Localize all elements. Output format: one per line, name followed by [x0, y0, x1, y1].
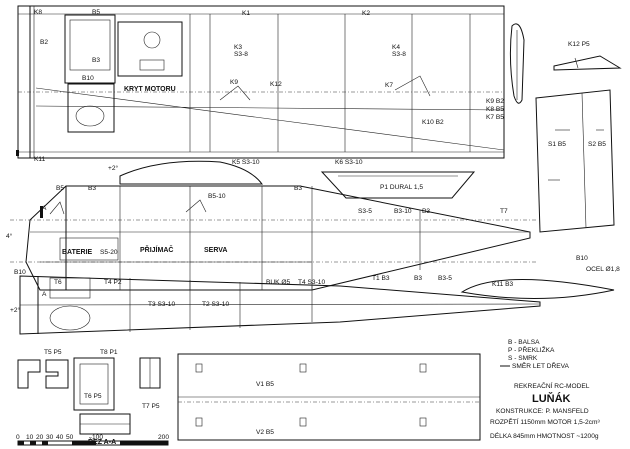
label-k7: K7 [385, 82, 393, 89]
label-v2-b5: V2 B5 [256, 429, 274, 436]
label-k10-b2: K10 B2 [422, 119, 444, 126]
label-plus4: 4° [6, 232, 13, 240]
label-k4: K4 [392, 44, 400, 51]
scale-tick-0: 0 [16, 434, 20, 441]
scale-tick-100: 100 [92, 434, 103, 441]
label-b3-right-1: B3 [414, 275, 422, 282]
label-s1-b5: S1 B5 [548, 141, 566, 148]
scale-tick-30: 30 [46, 434, 54, 441]
title-author: KONSTRUKCE: P. MANSFELD [496, 408, 589, 415]
label-k3: K3 [234, 44, 242, 51]
label-b3-10: B3-10 [394, 208, 412, 215]
label-b3-top: B3 [92, 57, 100, 64]
label-prijimac: PŘIJÍMAČ [140, 245, 173, 254]
t5-t8-parts [17, 357, 161, 435]
label-plus2-low: +2° [10, 306, 21, 314]
label-b5-top: B5 [92, 9, 100, 16]
fin-side [535, 89, 615, 233]
label-k4-spar: S3-8 [392, 51, 406, 58]
label-t7-p5: T7 P5 [142, 403, 160, 410]
label-kryt-motoru: KRYT MOTORU [124, 86, 176, 93]
label-b10-top: B10 [82, 75, 94, 82]
label-b3-fuselage-2: B3 [294, 185, 302, 192]
title-subtitle: REKREAČNÍ RC-MODEL [514, 381, 590, 390]
title-main: LUŇÁK [532, 392, 571, 405]
label-t5-p5: T5 P5 [44, 349, 62, 356]
label-b5-10: B5-10 [208, 193, 226, 200]
label-k8-b5: K8 B5 [486, 106, 504, 113]
fuselage-top [19, 275, 541, 335]
label-s5-20: S5-20 [100, 249, 118, 256]
label-t4-p2: T4 P2 [104, 279, 122, 286]
label-t3-spar: T3 S3-10 [148, 301, 175, 308]
label-k11-b3: K11 B3 [492, 281, 513, 288]
label-s2-b5: S2 B5 [588, 141, 606, 148]
label-t2-spar: T2 S3-10 [202, 301, 229, 308]
label-b3-fuselage-1: B3 [88, 185, 96, 192]
label-t1-b3: T1 B3 [372, 275, 390, 282]
fin-profile [509, 23, 525, 104]
title-span-motor: ROZPĚTÍ 1150mm MOTOR 1,5-2cm³ [490, 417, 600, 426]
wing-plan [16, 5, 505, 159]
title-block: REKREAČNÍ RC-MODEL LUŇÁK KONSTRUKCE: P. … [490, 381, 600, 440]
label-b5-fuselage: B5 [56, 185, 64, 192]
label-serva: SERVA [204, 247, 227, 254]
legend-wood-direction: SMĚR LET DŘEVA [512, 361, 570, 370]
label-v1-b5: V1 B5 [256, 381, 274, 388]
label-buk: BUK Ø5 [266, 279, 291, 286]
label-p1-dural: P1 DURAL 1,5 [380, 184, 423, 191]
label-b2: B2 [40, 39, 48, 46]
label-k12: K12 [270, 81, 282, 88]
label-k7-b5: K7 B5 [486, 114, 504, 121]
label-k9-b2: K9 B2 [486, 98, 504, 105]
v-parts [177, 353, 481, 441]
label-k6-spar: K6 S3-10 [335, 159, 363, 166]
legend-balsa: B - BALSA [508, 339, 540, 346]
label-plus2-top: +2° [108, 164, 119, 172]
label-k12-p5: K12 P5 [568, 41, 590, 48]
scale-tick-40: 40 [56, 434, 64, 441]
scale-tick-50: 50 [66, 434, 74, 441]
label-a-top: A [42, 205, 47, 212]
label-t8-p1: T8 P1 [100, 349, 118, 356]
label-k2: K2 [362, 10, 370, 17]
label-b10-right: B10 [576, 255, 588, 262]
label-baterie: BATERIE [62, 249, 93, 256]
label-a-low: A [42, 291, 47, 298]
label-s3-5: S3-5 [358, 208, 372, 215]
scale-tick-200: 200 [158, 434, 169, 441]
scale-bar [17, 440, 169, 446]
label-k9: K9 [230, 79, 238, 86]
label-ocel: OCEL Ø1,8 [586, 266, 620, 273]
elevator-profile [460, 278, 615, 300]
label-k11: K11 [34, 156, 46, 163]
scale-tick-20: 20 [36, 434, 44, 441]
title-length-weight: DÉLKA 845mm HMOTNOST ~1200g [490, 431, 599, 440]
scale-tick-10: 10 [26, 434, 34, 441]
label-k5-spar: K5 S3-10 [232, 159, 260, 166]
label-b3-mid: B3 [422, 208, 430, 215]
label-k3-spar: S3-8 [234, 51, 248, 58]
legend-smrk: S - SMRK [508, 355, 538, 362]
label-k1: K1 [242, 10, 250, 17]
p1-dural-plate [320, 171, 476, 199]
stabilizer-profile [553, 55, 622, 71]
label-b3-5: B3-5 [438, 275, 452, 282]
label-t6: T6 [54, 279, 62, 286]
material-legend: B - BALSA P - PŘEKLIŽKA S - SMRK SMĚR LE… [500, 339, 570, 370]
label-k8: K8 [34, 9, 42, 16]
label-t6-p5: T6 P5 [84, 393, 102, 400]
label-b10-left: B10 [14, 269, 26, 276]
fuselage-side [10, 160, 536, 291]
label-t4-spar: T4 S3-10 [298, 279, 325, 286]
legend-preklizka: P - PŘEKLIŽKA [508, 345, 555, 354]
label-t7: T7 [500, 208, 508, 215]
